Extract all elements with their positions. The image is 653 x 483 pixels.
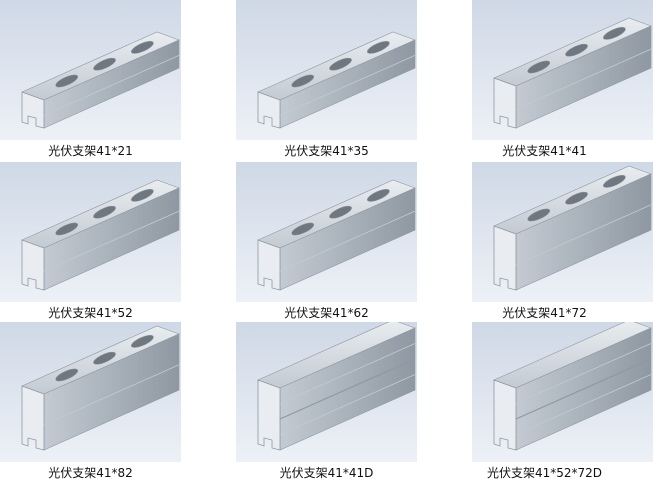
mounting-slot [93, 57, 116, 71]
mounting-slot [367, 41, 390, 54]
mounting-slot [291, 222, 315, 236]
product-caption-7: 光伏支架41*82 [48, 466, 133, 480]
channel-ridge [515, 204, 652, 266]
channel-ridge [43, 210, 180, 272]
product-image-1[interactable] [0, 0, 181, 140]
product-image-6[interactable] [472, 162, 653, 302]
mounting-slot [93, 351, 116, 365]
product-caption-9: 光伏支架41*52*72D [486, 466, 603, 480]
channel-illustration [0, 0, 181, 140]
channel-ridge [515, 48, 652, 110]
channel-illustration [0, 162, 181, 302]
mounting-slot [603, 27, 626, 40]
channel-ridge [43, 55, 180, 116]
mounting-slot [131, 41, 154, 54]
product-image-8[interactable] [236, 322, 417, 462]
product-image-4[interactable] [0, 162, 181, 302]
channel-front-profile [493, 77, 517, 129]
channel-illustration [236, 162, 417, 302]
product-caption-6: 光伏支架41*72 [502, 306, 587, 320]
channel-front-profile [21, 239, 45, 291]
mounting-slot [131, 335, 154, 348]
product-image-3[interactable] [472, 0, 653, 140]
channel-front-profile [493, 379, 517, 451]
product-image-9[interactable] [472, 322, 653, 462]
mounting-slot [291, 74, 315, 88]
channel-ridge [279, 343, 416, 404]
channel-ridge [515, 343, 652, 404]
channel-ridge [279, 374, 416, 435]
channel-illustration [472, 162, 653, 302]
channel-front-profile [257, 239, 281, 291]
channel-illustration [0, 322, 181, 462]
mounting-slot [527, 208, 551, 222]
product-caption-5: 光伏支架41*62 [284, 306, 369, 320]
product-image-7[interactable] [0, 322, 181, 462]
mounting-slot [55, 74, 79, 88]
channel-seam [279, 358, 416, 420]
product-caption-2: 光伏支架41*35 [284, 144, 369, 158]
channel-front-profile [257, 379, 281, 451]
mounting-slot [527, 60, 551, 74]
channel-ridge [279, 55, 416, 116]
product-caption-1: 光伏支架41*21 [48, 144, 133, 158]
channel-ridge [43, 364, 180, 426]
product-image-5[interactable] [236, 162, 417, 302]
mounting-slot [565, 43, 588, 57]
mounting-slot [93, 205, 116, 219]
channel-front-profile [21, 91, 45, 129]
mounting-slot [55, 222, 79, 236]
channel-ridge [515, 374, 652, 435]
channel-illustration [236, 322, 417, 462]
mounting-slot [603, 175, 626, 188]
mounting-slot [329, 57, 352, 71]
mounting-slot [565, 191, 588, 205]
product-caption-3: 光伏支架41*41 [502, 144, 587, 158]
channel-front-profile [21, 385, 45, 451]
mounting-slot [55, 368, 79, 382]
mounting-slot [367, 189, 390, 202]
mounting-slot [329, 205, 352, 219]
channel-front-profile [493, 225, 517, 291]
product-caption-4: 光伏支架41*52 [48, 306, 133, 320]
channel-front-profile [257, 91, 281, 129]
channel-illustration [472, 322, 653, 462]
mounting-slot [131, 189, 154, 202]
channel-illustration [236, 0, 417, 140]
channel-illustration [472, 0, 653, 140]
channel-seam [515, 358, 652, 420]
channel-ridge [279, 210, 416, 272]
product-caption-8: 光伏支架41*41D [279, 466, 374, 480]
product-image-2[interactable] [236, 0, 417, 140]
